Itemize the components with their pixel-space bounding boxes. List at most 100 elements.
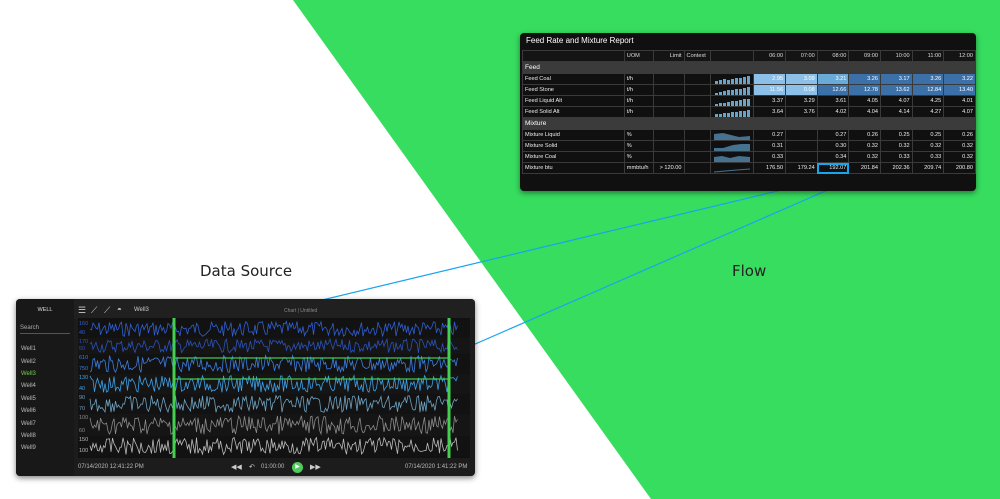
row-uom: % [623, 140, 654, 152]
table-cell: 202.36 [879, 162, 913, 174]
sparkline-cell [710, 84, 755, 96]
line-chart-icon[interactable]: ⟋ [91, 305, 98, 315]
table-cell: 179.24 [785, 162, 818, 174]
sidebar-item-well2[interactable]: Well2 [21, 359, 36, 365]
table-cell: 4.14 [879, 106, 913, 118]
table-cell: 4.02 [816, 106, 850, 118]
row-context [683, 84, 712, 96]
sparkline-area [714, 155, 751, 162]
sparkline-cell [710, 106, 755, 118]
table-cell: 4.07 [879, 95, 913, 107]
row-limit [652, 140, 685, 152]
table-cell: 0.27 [753, 129, 787, 141]
table-cell: 200.80 [943, 162, 976, 174]
sparkline-bars [715, 98, 751, 106]
header-cell-time: 11:00 [911, 50, 945, 62]
axis-tick-label: 750 [79, 366, 89, 372]
trend-series-line [89, 436, 458, 456]
axis-tick-label: 130 [79, 375, 89, 381]
row-context [683, 106, 712, 118]
table-row[interactable]: Mixture Coal % 0.33 0.34 0.32 0.33 0.33 … [522, 151, 976, 163]
sparkline-bars [715, 75, 751, 84]
sidebar-item-well8[interactable]: Well8 [21, 433, 36, 439]
sidebar-item-well6[interactable]: Well6 [21, 408, 36, 414]
sidebar-item-well9[interactable]: Well9 [21, 445, 36, 451]
header-cell-time: 07:00 [785, 50, 818, 62]
sidebar-item-well4[interactable]: Well4 [21, 383, 36, 389]
sidebar-item-well5[interactable]: Well5 [21, 396, 36, 402]
table-cell [785, 151, 818, 163]
axis-tick-label: 170 [79, 339, 89, 345]
table-cell [785, 140, 818, 152]
sidebar-item-well3[interactable]: Well3 [21, 371, 36, 377]
row-label: Mixture btu [522, 162, 625, 174]
sparkline-cell [710, 129, 755, 141]
rewind-icon[interactable]: ◀◀ [231, 464, 242, 471]
table-cell: 4.04 [848, 106, 881, 118]
header-cell-sparkline [710, 50, 755, 62]
row-limit [652, 129, 685, 141]
section-row: Feed [522, 61, 976, 74]
table-row[interactable]: Mixture btu mmbtu/h > 120.00 176.50 179.… [522, 162, 976, 174]
trend-series-line [89, 394, 458, 414]
axis-tick-label: 150 [79, 437, 89, 443]
play-button[interactable]: ▶ [292, 462, 303, 473]
table-cell: 0.25 [911, 129, 945, 141]
table-cell: 3.17 [879, 73, 913, 85]
axis-tick-label: 610 [79, 355, 89, 361]
axis-tick-label: 40 [79, 386, 86, 392]
table-cell: 3.26 [848, 73, 881, 85]
add-chart-icon[interactable]: ⟋ [104, 305, 111, 315]
report-table: UOM Limit Context 06:00 07:00 08:00 09:0… [522, 50, 976, 174]
table-cell: 3.26 [911, 73, 945, 85]
table-cell: 0.32 [943, 151, 976, 163]
row-uom: % [623, 129, 654, 141]
table-cell: 0.33 [753, 151, 787, 163]
table-row[interactable]: Feed Stone t/h 11.56 0.08 12.66 12.78 13… [522, 84, 976, 96]
step-back-icon[interactable]: ↶ [249, 464, 255, 471]
row-limit: > 120.00 [652, 162, 685, 174]
bell-icon[interactable]: ◓ [117, 305, 122, 314]
table-cell: 0.26 [848, 129, 881, 141]
row-uom: t/h [623, 95, 654, 107]
selected-cell[interactable]: 192.07 [816, 162, 850, 174]
header-cell-time: 06:00 [753, 50, 787, 62]
sparkline-bars [715, 86, 751, 95]
table-row[interactable]: Mixture Liquid % 0.27 0.27 0.26 0.25 0.2… [522, 129, 976, 141]
table-cell: 3.29 [785, 95, 818, 107]
flow-caption: Flow [732, 262, 767, 280]
table-cell: 176.50 [753, 162, 787, 174]
table-row[interactable]: Feed Coal t/h 2.95 3.09 3.21 3.26 3.17 3… [522, 73, 976, 85]
row-label: Mixture Coal [522, 151, 625, 163]
fast-forward-icon[interactable]: ▶▶ [310, 464, 321, 471]
sparkline-cell [710, 140, 755, 152]
time-cursor[interactable] [172, 318, 176, 458]
table-cell: 4.01 [943, 95, 976, 107]
data-source-panel: WELL Search Well1 Well2 Well3 Well4 Well… [16, 299, 475, 476]
table-cell: 3.37 [753, 95, 787, 107]
table-row[interactable]: Feed Solid Alt t/h 3.64 3.76 4.02 4.04 4… [522, 106, 976, 118]
search-input[interactable]: Search [20, 325, 70, 334]
time-cursor[interactable] [447, 318, 451, 458]
table-row[interactable]: Mixture Solid % 0.31 0.30 0.32 0.32 0.32… [522, 140, 976, 152]
header-cell-label [522, 50, 625, 62]
row-limit [652, 95, 685, 107]
sidebar-item-well7[interactable]: Well7 [21, 421, 36, 427]
row-label: Mixture Liquid [522, 129, 625, 141]
table-row[interactable]: Feed Liquid Alt t/h 3.37 3.29 3.61 4.05 … [522, 95, 976, 107]
sparkline-cell [710, 162, 755, 174]
table-cell: 2.95 [753, 73, 787, 85]
axis-tick-label: 100 [79, 448, 89, 454]
trend-series-line [89, 414, 458, 436]
menu-icon[interactable]: ☰ [78, 305, 87, 315]
row-label: Feed Liquid Alt [522, 95, 625, 107]
row-limit [652, 106, 685, 118]
table-cell: 201.84 [848, 162, 881, 174]
axis-tick-label: 160 [79, 321, 89, 327]
row-uom: t/h [623, 73, 654, 85]
table-cell: 0.26 [943, 129, 976, 141]
table-cell: 3.22 [943, 73, 976, 85]
sidebar-item-well1[interactable]: Well1 [21, 346, 36, 352]
axis-tick-label: 60 [79, 428, 86, 434]
